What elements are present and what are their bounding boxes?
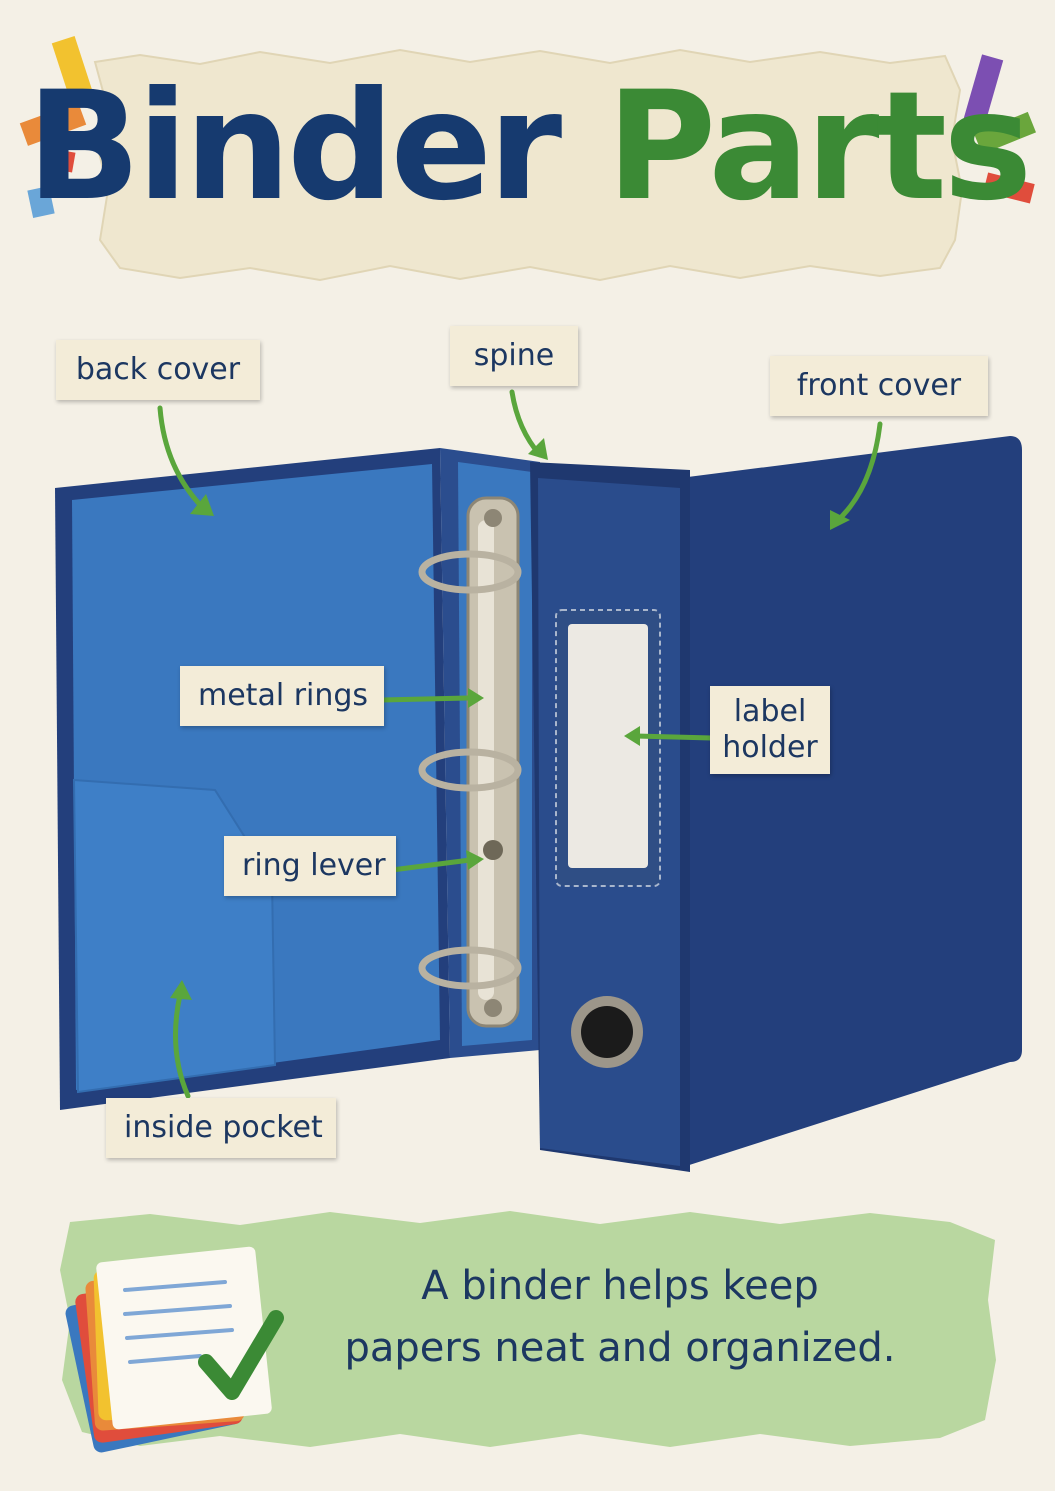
confetti-shape: [27, 186, 55, 218]
label-ring-lever: ring lever: [224, 836, 396, 896]
label-spine: spine: [450, 326, 578, 386]
arrowhead: [528, 438, 548, 460]
arrowhead: [170, 980, 192, 1000]
metal-ring: [418, 550, 522, 594]
label-label-holder: label holder: [710, 686, 830, 774]
confetti-shape: [51, 36, 97, 110]
footer-line2: papers neat and organized.: [344, 1325, 896, 1371]
label-metal-rings: metal rings: [180, 666, 384, 726]
paper-stack-icon: [65, 1246, 272, 1453]
rivet: [484, 509, 502, 527]
arrowhead: [624, 726, 640, 746]
title-word-binder: Binder: [26, 60, 563, 234]
arrow-spine: [509, 389, 543, 458]
checkmark-icon: [198, 1310, 284, 1400]
label-inside-pocket: inside pocket: [106, 1098, 336, 1158]
arrow-front-cover: [833, 421, 883, 525]
arrow-back-cover: [157, 405, 208, 513]
ring-lever-knob: [483, 840, 503, 860]
ring-mechanism-shine: [478, 520, 494, 1000]
finger-hole: [581, 1006, 633, 1058]
metal-ring: [418, 946, 522, 990]
confetti-shape: [983, 172, 1035, 204]
arrow-label-holder: [633, 733, 715, 741]
confetti-shape: [19, 102, 87, 146]
arrowhead: [466, 850, 484, 870]
label-back-cover: back cover: [56, 340, 260, 400]
confetti-shape: [973, 111, 1037, 155]
arrow-ring-lever: [389, 857, 473, 873]
arrowhead: [468, 688, 484, 708]
confetti-shape: [42, 147, 76, 173]
confetti-shape: [962, 54, 1004, 128]
footer-line1: A binder helps keep: [421, 1263, 819, 1309]
page-title: Binder Parts: [0, 72, 1055, 222]
title-banner: [93, 48, 964, 282]
label-holder-card: [568, 624, 648, 868]
arrowhead: [190, 494, 214, 516]
arrowhead: [830, 510, 850, 530]
footer-message: A binder helps keep papers neat and orga…: [300, 1255, 940, 1379]
arrow-inside-pocket: [173, 992, 191, 1099]
label-holder-line1: label: [733, 694, 807, 729]
rivet: [484, 999, 502, 1017]
label-front-cover: front cover: [770, 356, 988, 416]
footer-banner: [60, 1211, 996, 1447]
front-cover-shape: [680, 436, 1022, 1168]
label-holder-line2: holder: [722, 730, 818, 765]
arrow-metal-rings: [379, 695, 471, 703]
title-word-parts: Parts: [606, 60, 1032, 234]
metal-ring: [418, 748, 522, 792]
